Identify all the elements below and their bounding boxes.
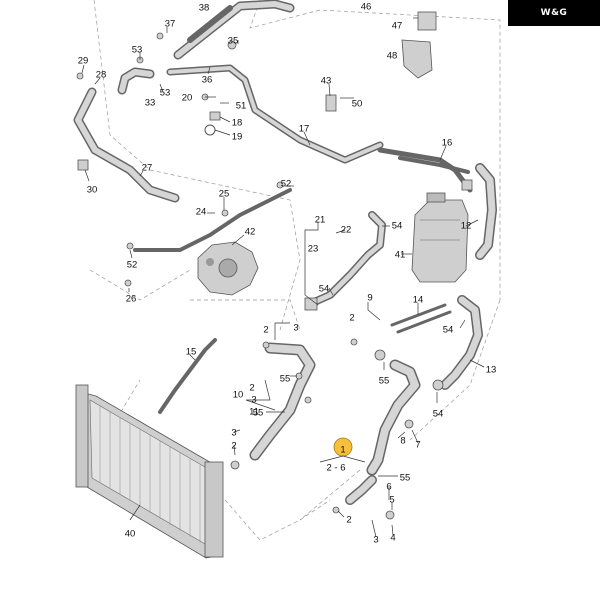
part-label-29: 29: [78, 56, 89, 67]
part-label-54b: 54: [319, 284, 330, 295]
part-label-6: 6: [386, 482, 391, 493]
part-label-2-6: 2 - 6: [326, 463, 345, 474]
part-label-53a: 53: [132, 45, 143, 56]
part-label-21: 21: [315, 215, 326, 226]
part-label-54d: 54: [433, 409, 444, 420]
part-label-1: 1: [340, 445, 345, 456]
part-label-2c: 2: [249, 383, 254, 394]
small-fittings: [76, 11, 473, 520]
part-label-46: 46: [361, 2, 372, 13]
pump-42: [197, 241, 259, 296]
part-label-9: 9: [367, 293, 372, 304]
part-label-28: 28: [96, 70, 107, 81]
pipe-38: [173, 0, 295, 60]
hose-13: [440, 295, 483, 390]
leader-lines: [81, 17, 485, 538]
rods-14: [390, 303, 452, 334]
radiator-40: [75, 384, 224, 559]
part-label-23: 23: [308, 244, 319, 255]
part-label-54a: 54: [392, 221, 403, 232]
part-label-40: 40: [125, 529, 136, 540]
part-label-52b: 52: [127, 260, 138, 271]
hose-27: [73, 87, 180, 203]
part-label-38: 38: [199, 3, 210, 14]
hose-33: [117, 67, 155, 95]
part-label-2a: 2: [263, 325, 268, 336]
part-label-53b: 53: [160, 88, 171, 99]
part-label-41: 41: [395, 250, 406, 261]
part-label-27: 27: [142, 163, 153, 174]
part-label-26: 26: [126, 294, 137, 305]
part-label-2b: 2: [349, 313, 354, 324]
part-label-33: 33: [145, 98, 156, 109]
part-label-22: 22: [341, 225, 352, 236]
part-label-12: 12: [461, 221, 472, 232]
part-label-3c: 3: [231, 428, 236, 439]
part-label-8: 8: [400, 436, 405, 447]
hose-8: [366, 359, 421, 476]
part-label-25: 25: [219, 189, 230, 200]
part-label-2d: 2: [231, 441, 236, 452]
part-label-48: 48: [387, 51, 398, 62]
hose-21-23: [308, 211, 386, 307]
part-label-5: 5: [389, 495, 394, 506]
part-label-37: 37: [165, 19, 176, 30]
part-label-47: 47: [392, 21, 403, 32]
expansion-tank-41: [411, 192, 469, 283]
part-label-42: 42: [245, 227, 256, 238]
pipe-24: [133, 188, 292, 252]
part-label-16: 16: [442, 138, 453, 149]
hose-12: [475, 163, 497, 260]
part-label-55a: 55: [280, 374, 291, 385]
part-label-36: 36: [202, 75, 213, 86]
part-label-3b: 3: [251, 395, 256, 406]
brand-logo: W&G: [508, 0, 600, 26]
part-label-55c: 55: [379, 376, 390, 387]
part-label-19: 19: [232, 132, 243, 143]
part-label-4: 4: [390, 533, 395, 544]
connector-5: [345, 475, 377, 505]
part-label-54c: 54: [443, 325, 454, 336]
part-label-20: 20: [182, 93, 193, 104]
hose-10-11: [249, 342, 316, 461]
part-label-55b: 55: [253, 408, 264, 419]
part-label-55d: 55: [400, 473, 411, 484]
part-label-3a: 3: [293, 323, 298, 334]
part-label-35: 35: [228, 36, 239, 47]
part-label-43: 43: [321, 76, 332, 87]
part-label-2e: 2: [346, 515, 351, 526]
part-label-52a: 52: [281, 179, 292, 190]
part-label-50: 50: [352, 99, 363, 110]
part-label-18: 18: [232, 118, 243, 129]
part-label-17: 17: [299, 124, 310, 135]
part-label-11: 11: [249, 407, 259, 418]
part-label-24: 24: [196, 207, 207, 218]
part-label-15: 15: [186, 347, 197, 358]
part-label-14: 14: [413, 295, 424, 306]
hose-16: [377, 147, 473, 193]
brand-logo-text: W&G: [540, 8, 568, 18]
part-label-30: 30: [87, 185, 98, 196]
assembly-guide-lines: [89, 0, 501, 541]
part-label-7: 7: [415, 440, 420, 451]
hose-17: [166, 64, 384, 164]
part-label-10: 10: [233, 390, 244, 401]
part-label-13: 13: [486, 365, 497, 376]
part-label-3d: 3: [373, 535, 378, 546]
part-label-51: 51: [236, 101, 247, 112]
pipe-15: [158, 338, 217, 414]
